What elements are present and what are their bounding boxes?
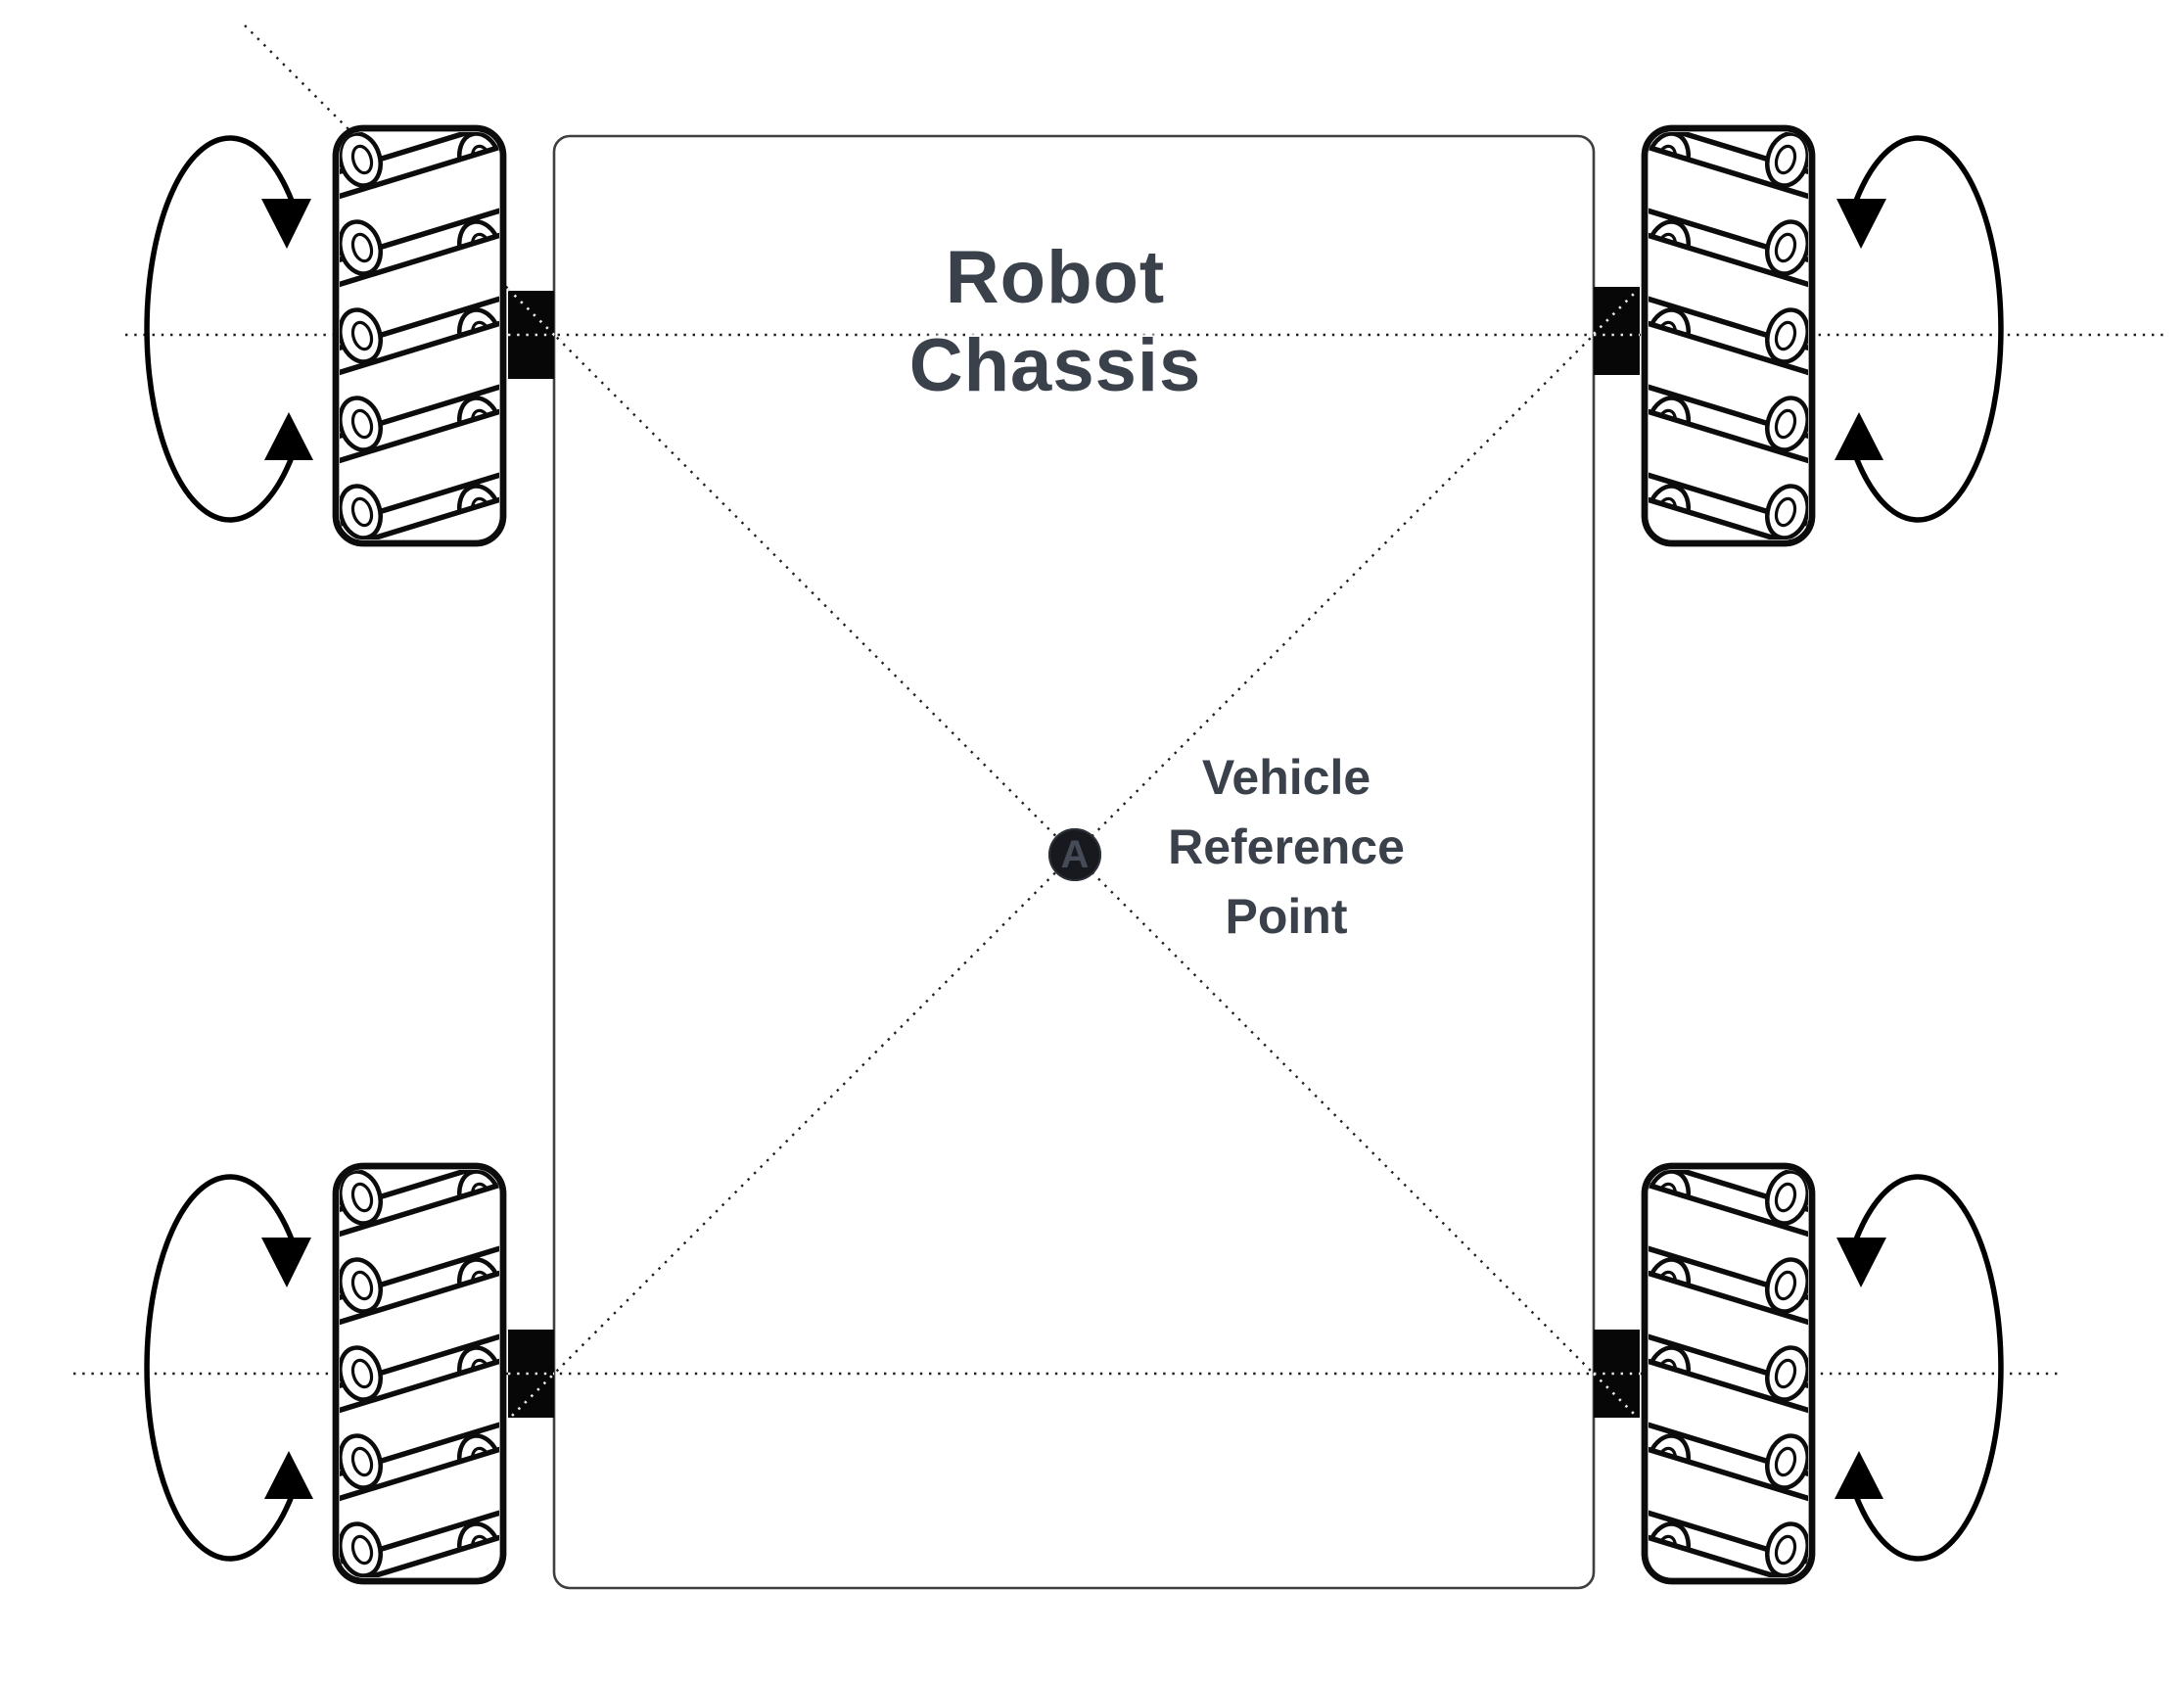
reference-point-label: Vehicle Reference Point (1042, 743, 1531, 952)
mecanum-wheel-front-right-icon (1603, 40, 1853, 621)
axle-mount-front-right (1594, 287, 1640, 375)
vehicle-reference-point-marker: A (1048, 828, 1101, 881)
rotation-arrow-front-right-icon (1835, 138, 2001, 520)
reference-point-label-line1: Vehicle (1201, 750, 1371, 805)
axle-mount-rear-right (1594, 1330, 1640, 1418)
reference-point-label-line3: Point (1225, 889, 1348, 944)
rotation-arrow-rear-right-icon (1835, 1177, 2001, 1559)
chassis-title-line1: Robot (945, 236, 1166, 319)
diagonal-line-fl-rr (244, 24, 1638, 1418)
chassis-title: Robot Chassis (535, 234, 1575, 410)
dotted-overlay-on-mounts (507, 288, 1640, 1418)
chassis-title-line2: Chassis (908, 324, 1202, 407)
reference-point-label-line2: Reference (1168, 819, 1405, 874)
diagonal-line-rl-fr (511, 291, 1638, 1417)
mecanum-wheel-rear-right-icon (1603, 1078, 1853, 1659)
axle-mount-rear-left (508, 1330, 554, 1418)
rotation-arrow-front-left-icon (147, 138, 313, 520)
mecanum-wheel-front-left-icon (294, 40, 543, 621)
rotation-arrow-rear-left-icon (147, 1177, 313, 1559)
vehicle-reference-point-marker-label: A (1060, 832, 1090, 876)
mecanum-wheel-rear-left-icon (294, 1078, 543, 1659)
